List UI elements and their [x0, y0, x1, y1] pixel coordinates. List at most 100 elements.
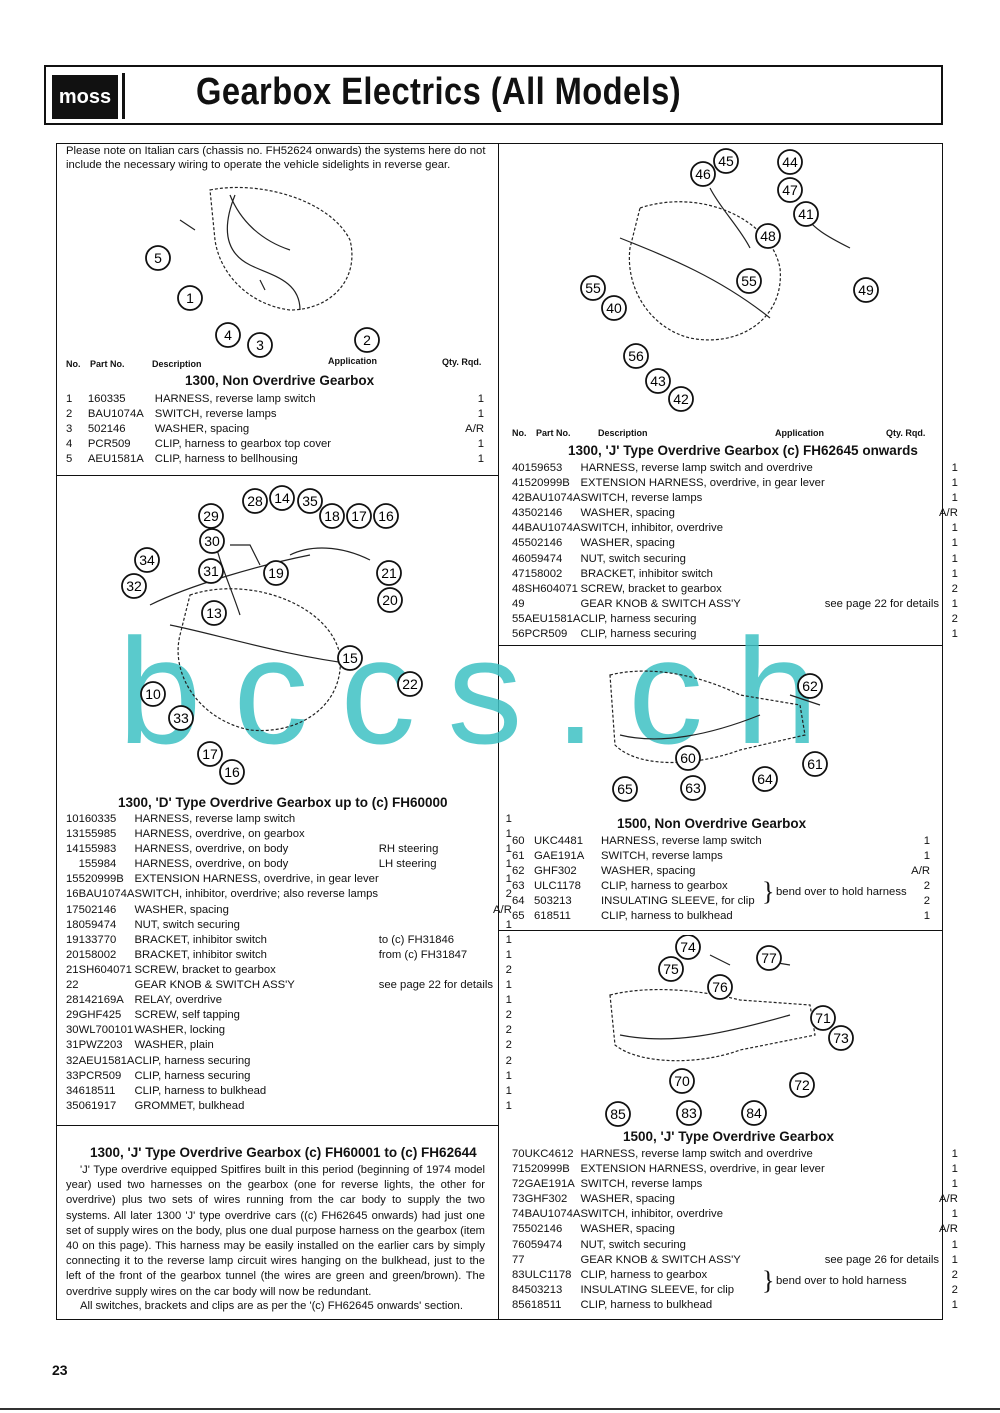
- part-number: 059474: [524, 552, 563, 565]
- quantity: 1: [505, 948, 512, 961]
- application: [379, 1084, 493, 1099]
- col-no: No.: [66, 359, 81, 369]
- quantity: 2: [951, 1268, 958, 1281]
- logo-divider: [122, 73, 125, 119]
- callout-55a: 55: [580, 275, 606, 301]
- svg-text:72: 72: [794, 1077, 810, 1093]
- part-number: 503213: [524, 1283, 563, 1296]
- part-number: UKC4612: [524, 1148, 574, 1160]
- brace-1500-non: }: [762, 877, 775, 906]
- item-number: 21: [66, 963, 79, 976]
- callout-5: 5: [145, 245, 171, 271]
- svg-text:14: 14: [274, 490, 290, 506]
- part-number: [525, 1253, 581, 1268]
- callout-77: 77: [756, 945, 782, 971]
- svg-text:19: 19: [268, 565, 284, 581]
- part-number: SH604071: [524, 582, 578, 595]
- callout-60: 60: [675, 745, 701, 771]
- item-number: 33: [66, 1069, 79, 1082]
- item-number: 70: [512, 1148, 525, 1160]
- item-number: 2: [66, 408, 73, 421]
- part-number: PWZ203: [78, 1039, 123, 1052]
- divider-left-2: [57, 1125, 498, 1126]
- description: NUT, switch securing: [134, 918, 240, 931]
- application: see page 26 for details: [824, 1253, 940, 1266]
- part-number: 158002: [524, 567, 563, 580]
- description: INSULATING SLEEVE, for clip: [580, 1283, 735, 1296]
- application: [825, 627, 939, 642]
- svg-text:20: 20: [382, 592, 398, 608]
- svg-text:45: 45: [718, 153, 734, 169]
- application: [825, 1192, 939, 1207]
- diagram-1300-non-overdrive: 5 1 4 3 2: [140, 180, 390, 360]
- description: WASHER, spacing: [134, 903, 229, 916]
- svg-text:75: 75: [663, 961, 679, 977]
- italian-cars-note: Please note on Italian cars (chassis no.…: [66, 145, 486, 171]
- description: CLIP, harness securing: [580, 628, 697, 641]
- application: [825, 491, 939, 506]
- application: [825, 461, 939, 476]
- quantity: 1: [923, 850, 930, 863]
- item-number: 42: [512, 492, 525, 505]
- description: HARNESS, overdrive, on body: [134, 843, 289, 856]
- divider-right-1: [499, 645, 942, 646]
- quantity: 1: [923, 835, 930, 847]
- item-number: 72: [512, 1178, 525, 1191]
- svg-text:2: 2: [363, 332, 371, 348]
- callout-71: 71: [810, 1005, 836, 1031]
- part-number: 061917: [78, 1099, 117, 1112]
- part-number: 155984: [78, 858, 117, 871]
- quantity: 1: [477, 438, 484, 451]
- quantity: 1: [505, 828, 512, 841]
- application: [825, 1222, 939, 1237]
- description: BRACKET, inhibitor switch: [580, 567, 713, 580]
- application: [776, 864, 890, 879]
- callout-29: 29: [198, 503, 224, 529]
- col-no-2: No.: [512, 428, 527, 438]
- item-number: 49: [512, 597, 525, 610]
- callout-43: 43: [645, 368, 671, 394]
- application: see page 22 for details: [378, 979, 494, 992]
- item-number: 13: [66, 828, 79, 841]
- part-number: 159653: [524, 462, 563, 474]
- description: CLIP, harness to bulkhead: [134, 1084, 267, 1097]
- 1500-gearbox-illustration: [609, 670, 821, 764]
- callout-15: 15: [337, 645, 363, 671]
- description: WASHER, locking: [134, 1024, 226, 1037]
- svg-text:83: 83: [681, 1105, 697, 1121]
- callout-55b: 55: [736, 268, 762, 294]
- callout-40: 40: [601, 295, 627, 321]
- description: WASHER, plain: [134, 1039, 214, 1052]
- quantity: 1: [951, 1163, 958, 1176]
- description: SWITCH, inhibitor, overdrive: [580, 1208, 723, 1221]
- part-number: 503213: [534, 895, 572, 908]
- description: EXTENSION HARNESS, overdrive, in gear le…: [134, 873, 379, 886]
- quantity: 1: [951, 628, 958, 641]
- item-number: 56: [512, 628, 525, 641]
- part-number: 520999B: [78, 873, 124, 886]
- item-number: 10: [66, 813, 79, 825]
- application: [825, 476, 939, 491]
- description: WASHER, spacing: [154, 423, 250, 436]
- part-number: GHF302: [524, 1193, 568, 1206]
- part-number: PCR509: [524, 628, 568, 641]
- callout-16b: 16: [219, 759, 245, 785]
- description: HARNESS, reverse lamp switch: [134, 813, 296, 825]
- svg-text:5: 5: [154, 250, 162, 266]
- part-number: 160335: [87, 393, 126, 405]
- quantity: 1: [923, 910, 930, 923]
- callout-4: 4: [215, 322, 241, 348]
